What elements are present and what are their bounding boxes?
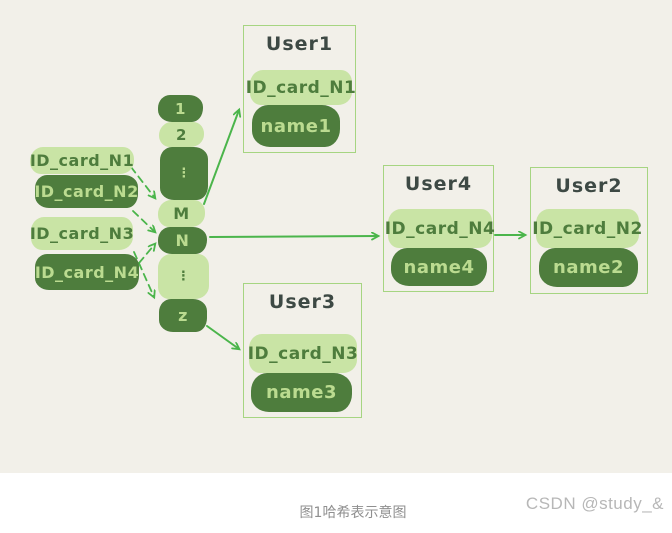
user1-name-pill: name1 bbox=[252, 105, 340, 147]
diagram-canvas: ID_card_N1 ID_card_N2 ID_card_N3 ID_card… bbox=[0, 0, 672, 473]
csdn-watermark: CSDN @study_& bbox=[525, 494, 664, 513]
user4-title: User4 bbox=[404, 173, 473, 195]
hash-slot-z: z bbox=[159, 299, 207, 332]
hash-slot-2: 2 bbox=[159, 122, 204, 147]
user2-id-pill: ID_card_N2 bbox=[532, 209, 642, 248]
user2-box: User2 ID_card_N2 name2 bbox=[530, 167, 648, 294]
user2-name-pill: name2 bbox=[539, 248, 638, 287]
key-pill-id-card-n3: ID_card_N3 bbox=[30, 217, 134, 250]
user4-id-pill: ID_card_N4 bbox=[385, 209, 495, 248]
user3-name-pill: name3 bbox=[251, 373, 352, 412]
key-pill-id-card-n1: ID_card_N1 bbox=[30, 147, 134, 174]
figure-caption: 图1哈希表示意图 bbox=[299, 505, 407, 521]
arrow-key-n4-to-slot-n bbox=[138, 244, 155, 264]
user4-box: User4 ID_card_N4 name4 bbox=[383, 165, 495, 292]
user1-title: User1 bbox=[265, 33, 334, 55]
hash-slot-1: 1 bbox=[158, 95, 203, 122]
hash-slot-ellipsis-upper: ⋮ bbox=[160, 147, 208, 200]
arrow-key-n2-to-slot-n bbox=[132, 210, 155, 232]
key-pill-id-card-n4: ID_card_N4 bbox=[35, 254, 139, 290]
arrow-slot-n-to-user4 bbox=[209, 236, 378, 237]
user1-id-pill: ID_card_N1 bbox=[246, 70, 356, 105]
user3-id-pill: ID_card_N3 bbox=[248, 334, 358, 373]
hash-slot-m: M bbox=[158, 200, 205, 227]
hash-slot-ellipsis-lower: ⋮ bbox=[158, 254, 209, 299]
arrow-slot-m-to-user1 bbox=[203, 110, 239, 205]
user3-box: User3 ID_card_N3 name3 bbox=[243, 283, 362, 418]
user3-title: User3 bbox=[268, 291, 337, 313]
user4-name-pill: name4 bbox=[391, 248, 487, 286]
user2-title: User2 bbox=[555, 175, 623, 197]
key-pill-id-card-n2: ID_card_N2 bbox=[34, 175, 138, 208]
footer-strip: 图1哈希表示意图 CSDN @study_& bbox=[0, 473, 672, 533]
hash-slot-n: N bbox=[158, 227, 207, 254]
arrow-slot-z-to-user3 bbox=[206, 325, 239, 349]
user1-box: User1 ID_card_N1 name1 bbox=[243, 25, 356, 153]
